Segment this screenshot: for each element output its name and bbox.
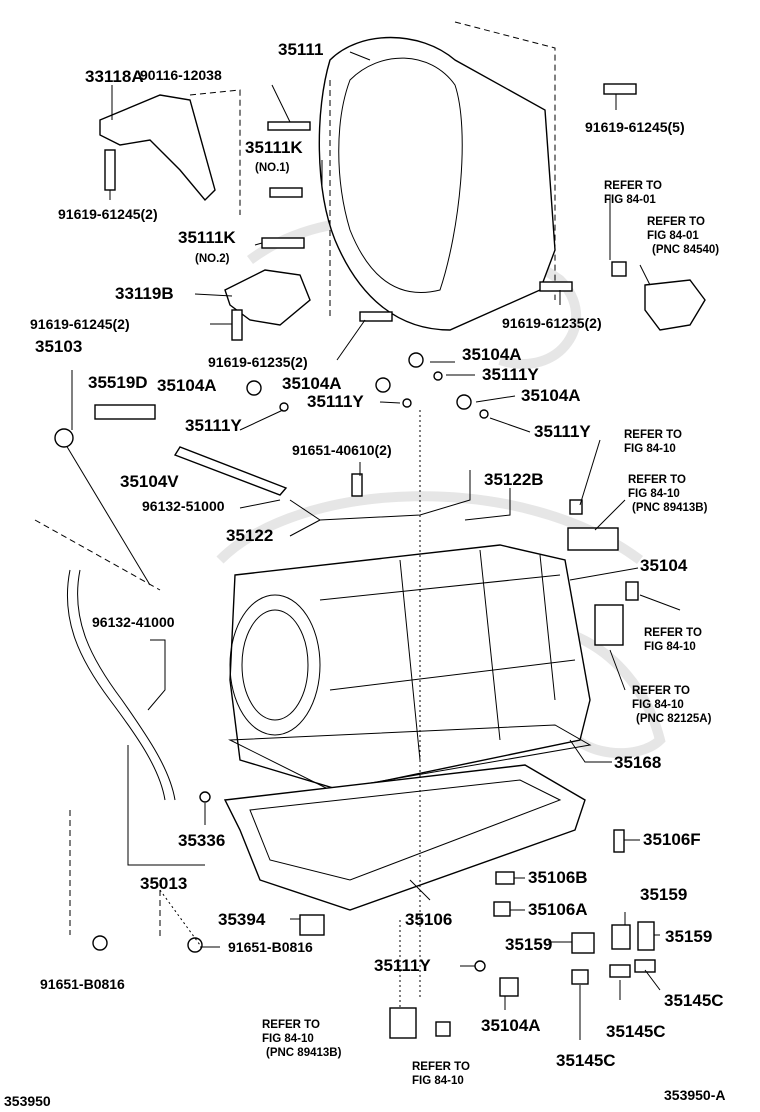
ref4-line2: FIG 84-10 [628,488,680,500]
leader-lines [109,51,681,1040]
sensor-84540 [611,261,706,331]
bracket-33118a [99,89,241,215]
diagram-code-right: 353950-A [664,1087,726,1103]
callout-35106a: 35106A [528,900,588,919]
callout-96132-41000: 96132-41000 [92,614,175,630]
callout-35104v: 35104V [120,472,179,491]
callout-91619-61235-2-right: 91619-61235(2) [502,315,602,331]
ref5-line1: REFER TO [644,627,702,639]
small-parts [92,352,656,1039]
transmission-case-35104 [229,544,591,791]
callout-35159-right: 35159 [665,927,712,946]
callout-35111k-no1: 35111K [245,138,303,157]
label-no1: (NO.1) [255,162,290,174]
callout-35168: 35168 [614,753,661,772]
callout-35122: 35122 [226,526,273,545]
callout-91619-61235-2-center: 91619-61235(2) [208,354,308,370]
sensor-89413b-upper [567,499,619,551]
callout-35111y-right: 35111Y [534,422,591,441]
ref7-line1: REFER TO [262,1019,320,1031]
callout-90116-12038: 90116-12038 [140,67,222,83]
callout-35159-left: 35159 [505,935,552,954]
callout-35106f: 35106F [643,830,701,849]
ref4-line1: REFER TO [628,474,686,486]
ref1-line1: REFER TO [604,180,662,192]
callout-35111y-bottom: 35111Y [374,956,431,975]
converter-housing [318,21,556,331]
callout-91651-40610-2: 91651-40610(2) [292,442,392,458]
ref3-line1: REFER TO [624,429,682,441]
callout-35103: 35103 [35,337,82,356]
callout-96132-51000: 96132-51000 [142,498,225,514]
callout-35104a-left: 35104A [157,376,217,395]
callout-35111k-no2: 35111K [178,228,236,247]
callout-35111y-center: 35111Y [307,392,364,411]
callout-91619-61245-2-lower: 91619-61245(2) [30,316,130,332]
callout-91651-b0816-right: 91651-B0816 [228,939,313,955]
bracket-33119b [224,269,311,326]
label-no2: (NO.2) [195,253,230,265]
callout-91619-61245-2-upper: 91619-61245(2) [58,206,158,222]
ref2-line1: REFER TO [647,216,705,228]
callout-35104a-center: 35104A [282,374,342,393]
callout-35111y-top: 35111Y [482,365,539,384]
callout-35104a-top: 35104A [462,345,522,364]
callout-35104a-right: 35104A [521,386,581,405]
bolts [104,83,637,917]
ref7-line2: FIG 84-10 [262,1033,314,1045]
callout-35013: 35013 [140,874,187,893]
callout-35106b: 35106B [528,868,588,887]
dipstick-35103 [54,370,156,586]
ref4-line3: (PNC 89413B) [632,502,708,514]
tube-35104v [173,446,288,496]
callout-35111: 35111 [278,40,323,59]
ref6-line3: (PNC 82125A) [636,713,712,725]
callout-91651-b0816-left: 91651-B0816 [40,976,125,992]
diagram-code-left: 353950 [4,1093,51,1109]
callout-35122b: 35122B [484,470,544,489]
ref8-line1: REFER TO [412,1061,470,1073]
ref6-line2: FIG 84-10 [632,699,684,711]
ref7-line3: (PNC 89413B) [266,1047,342,1059]
ref6-line1: REFER TO [632,685,690,697]
callout-35145c-right: 35145C [664,991,724,1010]
ref5-line2: FIG 84-10 [644,641,696,653]
ref2-line2: FIG 84-01 [647,230,699,242]
ref1-line2: FIG 84-01 [604,194,656,206]
callout-35145c-bottom: 35145C [556,1051,616,1070]
callout-35519d: 35519D [88,373,148,392]
callout-35104a-bottom: 35104A [481,1016,541,1035]
callout-labels: 35111 33118A 90116-12038 91619-61245(5) … [30,40,724,1070]
sensor-82125a [594,581,639,646]
callout-33119b: 33119B [115,284,174,303]
callout-35106: 35106 [405,910,452,929]
filler-tube-35013 [34,519,176,940]
callout-35336: 35336 [178,831,225,850]
callout-35394: 35394 [218,910,266,929]
ref8-line2: FIG 84-10 [412,1075,464,1087]
ref2-line3: (PNC 84540) [652,244,719,256]
callout-35159-top: 35159 [640,885,687,904]
callout-91619-61245-5: 91619-61245(5) [585,119,685,135]
oil-pan-35106 [223,724,592,911]
callout-33118a: 33118A [85,67,144,86]
callout-35104: 35104 [640,556,688,575]
ref3-line2: FIG 84-10 [624,443,676,455]
refer-to-notes: REFER TO FIG 84-01 REFER TO FIG 84-01 (P… [262,180,719,1087]
callout-35145c-middle: 35145C [606,1022,666,1041]
callout-35111y-left: 35111Y [185,416,242,435]
